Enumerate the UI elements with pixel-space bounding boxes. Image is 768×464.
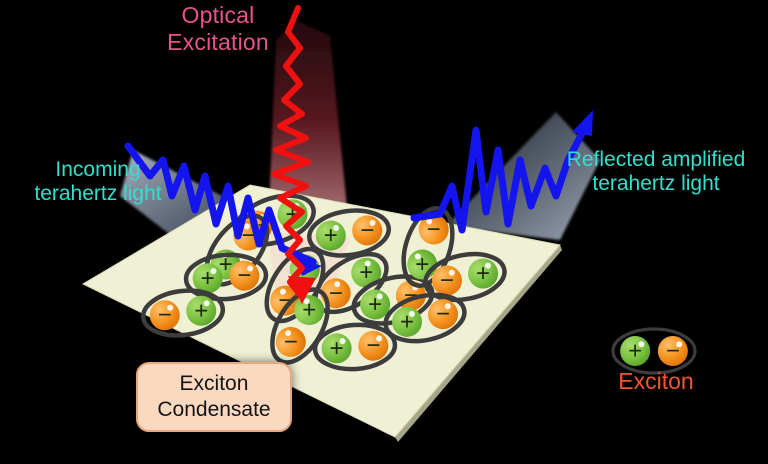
svg-text:+: +	[415, 251, 429, 278]
exciton: −+	[423, 251, 507, 303]
svg-text:−: −	[440, 267, 454, 294]
exciton: +−	[611, 327, 697, 375]
exciton-outline	[307, 208, 391, 258]
exciton: +−	[183, 252, 269, 302]
svg-text:+: +	[324, 222, 338, 249]
reflected-beam-arrowhead	[572, 110, 593, 136]
positive-charge: +	[351, 257, 382, 288]
svg-text:−: −	[427, 216, 441, 243]
svg-text:+: +	[194, 297, 208, 324]
exciton-outline	[383, 292, 467, 344]
positive-charge: +	[315, 220, 346, 251]
exciton: −+	[140, 288, 226, 338]
negative-charge: −	[431, 265, 462, 296]
exciton-legend-label: Exciton	[618, 368, 694, 394]
svg-text:+: +	[219, 251, 233, 278]
positive-charge: +	[321, 333, 352, 364]
positive-charge: +	[186, 295, 217, 326]
positive-charge: +	[620, 336, 651, 366]
negative-charge: −	[149, 300, 180, 331]
positive-charge: +	[392, 306, 423, 337]
exciton-outline	[423, 251, 507, 303]
negative-charge: −	[358, 330, 389, 361]
svg-text:−: −	[366, 332, 380, 359]
positive-charge: +	[468, 258, 499, 289]
positive-charge: +	[360, 289, 391, 320]
svg-text:+: +	[359, 259, 373, 286]
svg-text:+: +	[330, 335, 344, 362]
exciton-outline	[312, 322, 398, 372]
svg-text:−: −	[158, 302, 172, 329]
svg-text:−: −	[237, 262, 251, 289]
svg-text:−: −	[360, 217, 374, 244]
exciton-outline	[270, 287, 330, 365]
svg-text:−: −	[666, 338, 680, 365]
negative-charge: −	[427, 299, 458, 330]
positive-charge: +	[192, 263, 223, 294]
exciton-legend-symbol: +−	[611, 327, 697, 375]
exciton-outline	[140, 288, 226, 338]
exciton: +−	[307, 208, 391, 258]
exciton: +−	[383, 292, 467, 344]
negative-charge: −	[657, 336, 688, 366]
reflected-terahertz-beam	[410, 110, 593, 234]
exciton-outline	[611, 327, 697, 375]
negative-charge: −	[229, 260, 260, 291]
negative-charge: −	[352, 215, 383, 246]
svg-text:+: +	[302, 297, 316, 324]
negative-charge: −	[418, 214, 449, 245]
negative-charge: −	[270, 285, 301, 316]
optical-excitation-beam	[271, 5, 316, 304]
svg-text:+: +	[368, 291, 382, 318]
svg-text:−: −	[436, 301, 450, 328]
exciton-outline	[183, 252, 269, 302]
svg-text:−: −	[329, 280, 343, 307]
svg-text:+: +	[201, 265, 215, 292]
svg-text:+: +	[476, 260, 490, 287]
optical-excitation-cone	[268, 20, 350, 238]
exciton: +−	[312, 322, 398, 372]
negative-charge: −	[275, 326, 306, 357]
svg-text:+: +	[628, 338, 642, 365]
svg-text:+: +	[400, 308, 414, 335]
exciton-condensate-callout: Exciton Condensate	[136, 362, 292, 432]
optical-beam-arrowhead	[288, 276, 316, 304]
svg-text:−: −	[284, 328, 298, 355]
